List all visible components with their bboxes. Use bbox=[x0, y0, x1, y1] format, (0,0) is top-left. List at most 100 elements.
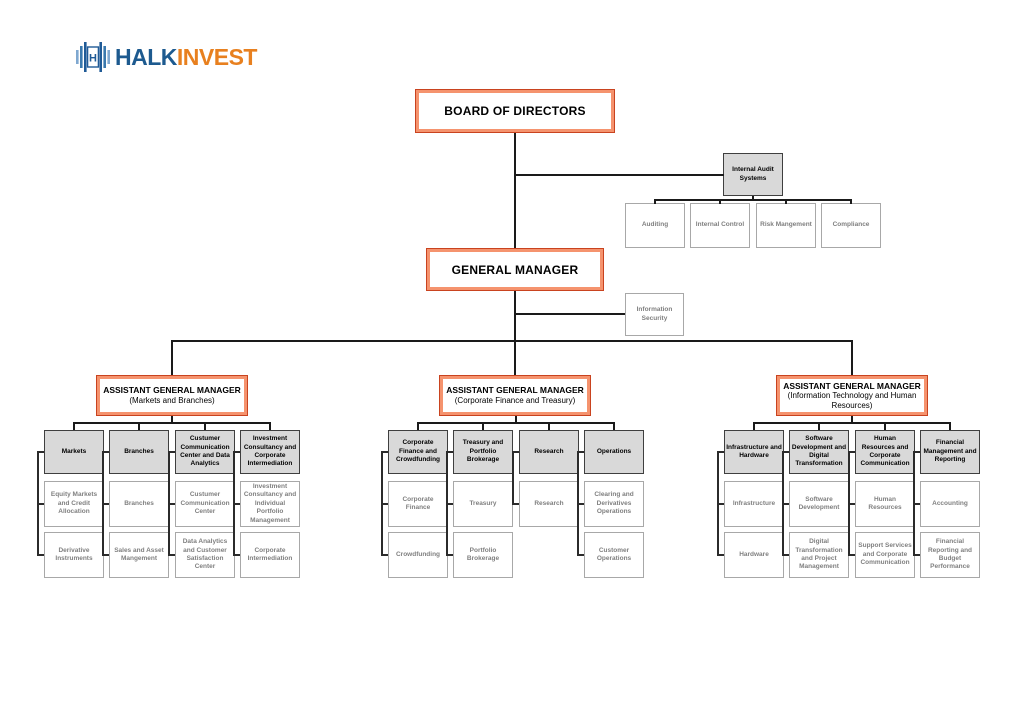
connector-line bbox=[73, 422, 271, 424]
general-manager-label: GENERAL MANAGER bbox=[451, 262, 579, 277]
connector-line bbox=[719, 199, 721, 204]
connector-line bbox=[548, 422, 550, 430]
connector-line bbox=[171, 340, 852, 342]
connector-line bbox=[577, 554, 584, 556]
division-header-box: Custumer Communication Center and Data A… bbox=[175, 430, 235, 474]
division-sub-box: Equity Markets and Credit Allocation bbox=[44, 481, 104, 527]
division-sub-box: Infrastructure bbox=[724, 481, 784, 527]
connector-line bbox=[753, 422, 755, 430]
division-header-box: Financial Management and Reporting bbox=[920, 430, 980, 474]
connector-line bbox=[381, 503, 388, 505]
logo-text-invest: INVEST bbox=[176, 43, 258, 70]
division-sub-box: Data Analytics and Customer Satisfaction… bbox=[175, 532, 235, 578]
division-sub-box: Human Resources bbox=[855, 481, 915, 527]
connector-line bbox=[782, 503, 789, 505]
board-of-directors-label: BOARD OF DIRECTORS bbox=[444, 104, 586, 118]
halkinvest-logo: H HALKINVEST bbox=[75, 39, 257, 75]
svg-text:H: H bbox=[89, 53, 97, 65]
connector-line bbox=[752, 196, 754, 200]
board-of-directors-box: BOARD OF DIRECTORS bbox=[415, 89, 615, 133]
connector-line bbox=[168, 503, 175, 505]
connector-line bbox=[512, 451, 519, 453]
connector-line bbox=[577, 451, 584, 453]
agm-subtitle: (Corporate Finance and Treasury) bbox=[454, 396, 576, 406]
division-sub-box: Treasury bbox=[453, 481, 513, 527]
connector-line bbox=[171, 416, 173, 424]
connector-line bbox=[446, 554, 453, 556]
agm-subtitle: (Information Technology and Human Resour… bbox=[787, 391, 917, 410]
connector-line bbox=[37, 451, 44, 453]
division-sub-box: Portfolio Brokerage bbox=[453, 532, 513, 578]
connector-line bbox=[417, 422, 419, 430]
connector-line bbox=[446, 451, 453, 453]
connector-line bbox=[269, 422, 271, 430]
division-sub-box: Derivative Instruments bbox=[44, 532, 104, 578]
division-sub-box: Research bbox=[519, 481, 579, 527]
division-sub-box: Branches bbox=[109, 481, 169, 527]
division-header-box: Corporate Finance and Crowdfunding bbox=[388, 430, 448, 474]
connector-line bbox=[851, 416, 853, 424]
connector-line bbox=[168, 554, 175, 556]
connector-line bbox=[171, 340, 173, 375]
division-header-box: Research bbox=[519, 430, 579, 474]
connector-line bbox=[233, 503, 240, 505]
connector-line bbox=[717, 451, 724, 453]
connector-line bbox=[913, 451, 920, 453]
audit-child-box-compliance: Compliance bbox=[821, 203, 881, 248]
connector-line bbox=[204, 422, 206, 430]
division-sub-box: Accounting bbox=[920, 481, 980, 527]
connector-line bbox=[73, 422, 75, 430]
connector-line bbox=[884, 422, 886, 430]
connector-line bbox=[613, 422, 615, 430]
division-header-box: Software Development and Digital Transfo… bbox=[789, 430, 849, 474]
division-header-box: Investment Consultancy and Corporate Int… bbox=[240, 430, 300, 474]
connector-line bbox=[168, 451, 175, 453]
connector-line bbox=[514, 291, 516, 341]
connector-line bbox=[913, 554, 920, 556]
connector-line bbox=[514, 133, 516, 248]
connector-line bbox=[848, 451, 855, 453]
division-sub-box: Corporate Intermediation bbox=[240, 532, 300, 578]
agm-box-1: ASSISTANT GENERAL MANAGER(Corporate Fina… bbox=[439, 375, 591, 416]
division-sub-box: Clearing and Derivatives Operations bbox=[584, 481, 644, 527]
connector-line bbox=[654, 199, 852, 201]
agm-title: ASSISTANT GENERAL MANAGER bbox=[103, 385, 241, 396]
connector-line bbox=[446, 503, 453, 505]
division-sub-box: Sales and Asset Mangement bbox=[109, 532, 169, 578]
connector-line bbox=[37, 554, 44, 556]
connector-line bbox=[482, 422, 484, 430]
agm-box-0: ASSISTANT GENERAL MANAGER(Markets and Br… bbox=[96, 375, 248, 416]
connector-line bbox=[848, 554, 855, 556]
connector-line bbox=[37, 503, 44, 505]
connector-line bbox=[848, 503, 855, 505]
connector-line bbox=[381, 554, 388, 556]
connector-line bbox=[102, 451, 109, 453]
agm-title: ASSISTANT GENERAL MANAGER bbox=[446, 385, 584, 396]
connector-line bbox=[512, 451, 514, 505]
connector-line bbox=[417, 422, 615, 424]
logo-text: HALKINVEST bbox=[115, 44, 257, 71]
halkinvest-logo-icon: H bbox=[76, 42, 110, 72]
division-sub-box: Digital Transformation and Project Manag… bbox=[789, 532, 849, 578]
agm-title: ASSISTANT GENERAL MANAGER bbox=[783, 380, 921, 391]
connector-line bbox=[514, 313, 625, 315]
general-manager-box: GENERAL MANAGER bbox=[426, 248, 604, 291]
connector-line bbox=[818, 422, 820, 430]
information-security-box: Information Security bbox=[625, 293, 684, 336]
division-sub-box: Financial Reporting and Budget Performan… bbox=[920, 532, 980, 578]
connector-line bbox=[514, 340, 516, 375]
connector-line bbox=[913, 503, 920, 505]
connector-line bbox=[102, 503, 109, 505]
agm-box-2: ASSISTANT GENERAL MANAGER(Information Te… bbox=[776, 375, 928, 416]
connector-line bbox=[785, 199, 787, 204]
division-header-box: Treasury and Portfolio Brokerage bbox=[453, 430, 513, 474]
division-header-box: Operations bbox=[584, 430, 644, 474]
connector-line bbox=[233, 451, 240, 453]
connector-line bbox=[102, 554, 109, 556]
agm-subtitle: (Markets and Branches) bbox=[129, 396, 215, 406]
internal-audit-box: Internal Audit Systems bbox=[723, 153, 783, 196]
division-header-box: Branches bbox=[109, 430, 169, 474]
connector-line bbox=[233, 554, 240, 556]
division-sub-box: Customer Operations bbox=[584, 532, 644, 578]
